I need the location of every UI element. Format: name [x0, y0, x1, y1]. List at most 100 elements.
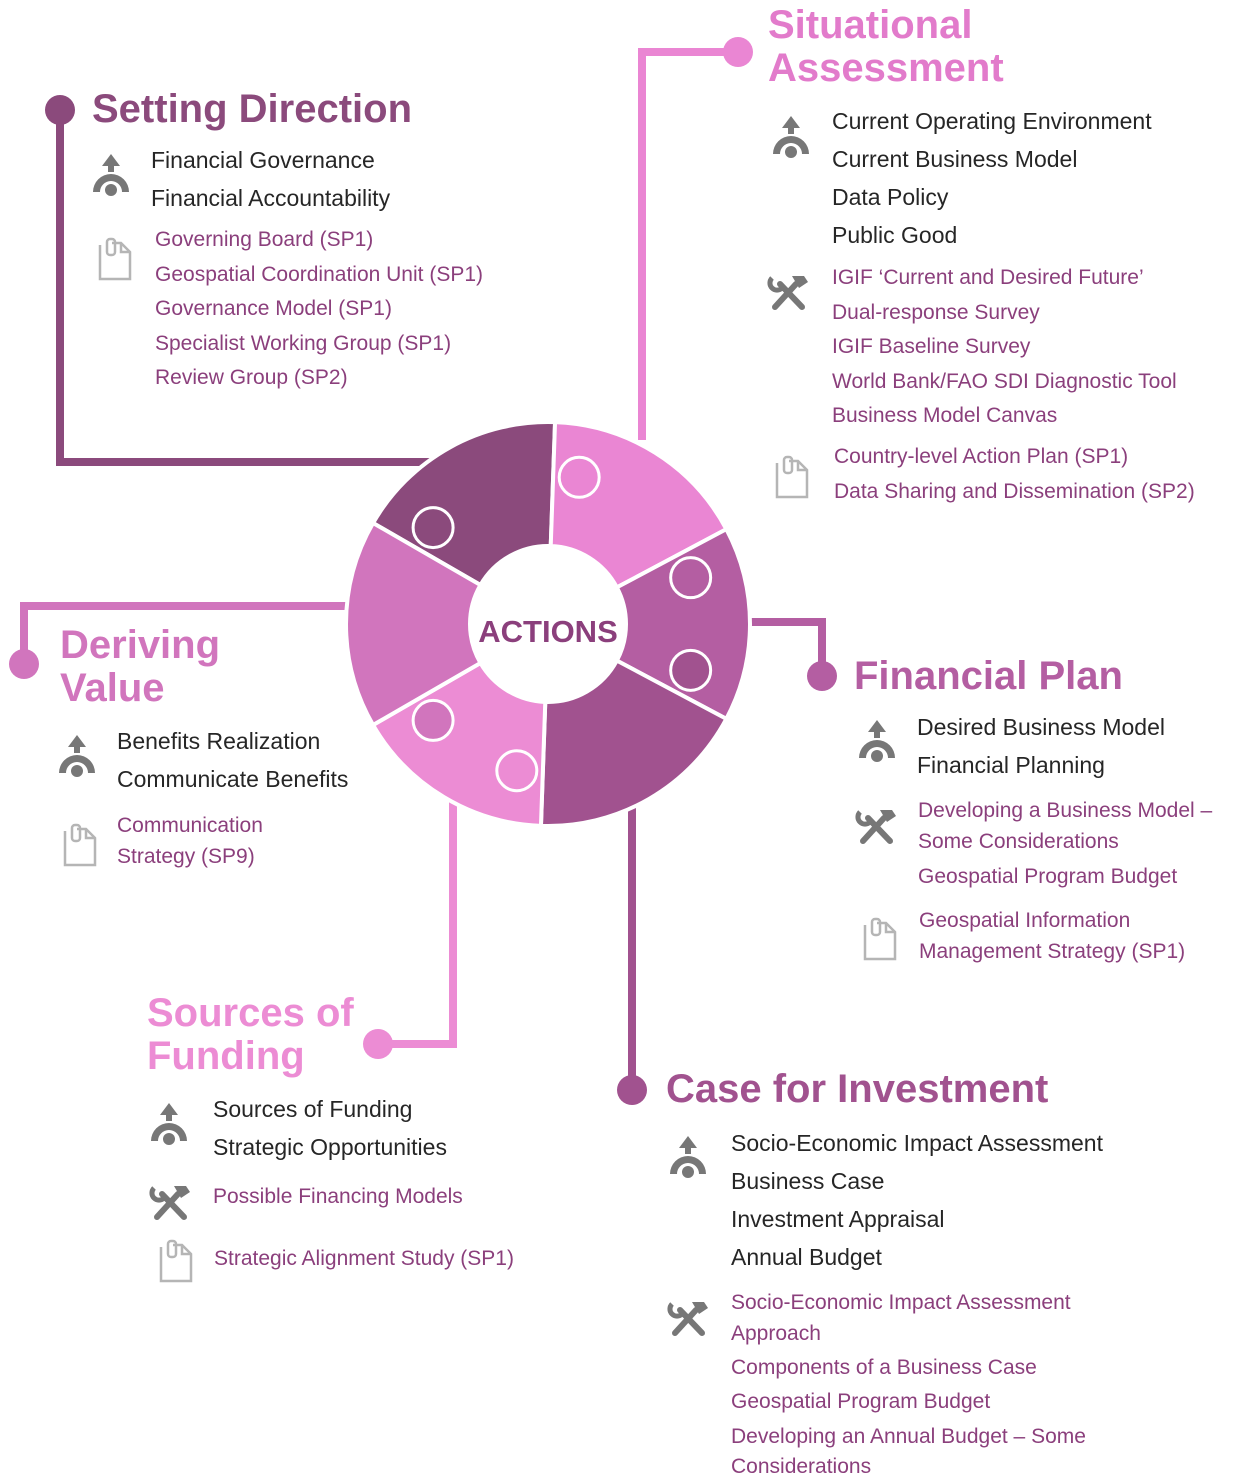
situational-assessment-documents: Country-level Action Plan (SP1) Data Sha…	[834, 440, 1195, 509]
action-item: Socio-Economic Impact Assessment	[731, 1130, 1103, 1156]
case-for-investment-actions: Socio-Economic Impact Assessment Busines…	[731, 1124, 1103, 1276]
action-item: Financial Governance	[151, 147, 375, 173]
connector-dot-financial-plan	[807, 661, 837, 691]
deriving-value-documents: Communication Strategy (SP9)	[117, 810, 263, 872]
financial-plan-documents: Geospatial Information Management Strate…	[919, 905, 1185, 967]
action-item: Public Good	[832, 222, 958, 248]
puzzle-ring	[344, 420, 752, 828]
case-for-investment-title: Case for Investment	[666, 1067, 1049, 1111]
tools-icon	[148, 1182, 194, 1229]
document-link[interactable]: Strategy (SP9)	[117, 845, 255, 868]
tool-link[interactable]: Some Considerations	[918, 830, 1119, 853]
center-label: ACTIONS	[478, 614, 618, 649]
tool-link[interactable]: Developing a Business Model –	[918, 799, 1213, 822]
action-item: Communicate Benefits	[117, 766, 349, 792]
setting-direction-title: Setting Direction	[92, 87, 413, 131]
action-item: Strategic Opportunities	[213, 1134, 447, 1160]
document-link[interactable]: Review Group (SP2)	[155, 366, 348, 389]
connector-dot-deriving-value	[9, 649, 39, 679]
connector-setting-direction	[56, 110, 430, 466]
tool-link[interactable]: World Bank/FAO SDI Diagnostic Tool	[832, 369, 1177, 393]
document-link[interactable]: Strategic Alignment Study (SP1)	[214, 1247, 514, 1270]
connector-dot-setting-direction	[45, 95, 75, 125]
action-item: Desired Business Model	[917, 714, 1166, 740]
deriving-value-actions: Benefits Realization Communicate Benefit…	[117, 722, 348, 798]
tool-link[interactable]: IGIF ‘Current and Desired Future’	[832, 266, 1144, 289]
action-item: Financial Accountability	[151, 185, 391, 211]
puzzle-knob	[557, 455, 601, 499]
title-line: Situational	[768, 3, 973, 47]
action-item: Financial Planning	[917, 752, 1105, 778]
ring-piece-deriving-value	[344, 520, 484, 728]
puzzle-knob	[495, 749, 539, 793]
document-icon	[62, 822, 98, 873]
document-link[interactable]: Country-level Action Plan (SP1)	[834, 445, 1129, 468]
title-line: Sources of	[147, 991, 354, 1035]
title-line: Funding	[147, 1034, 305, 1078]
action-item: Data Policy	[832, 184, 949, 210]
setting-direction-documents: Governing Board (SP1) Geospatial Coordin…	[155, 223, 483, 396]
tool-link[interactable]: Geospatial Program Budget	[731, 1390, 991, 1413]
connector-dot-sources-of-funding	[363, 1029, 393, 1059]
deriving-value-title: Deriving Value	[60, 624, 220, 710]
action-item: Current Operating Environment	[832, 108, 1152, 134]
title-line: Value	[60, 666, 165, 710]
person-icon	[770, 114, 812, 167]
connector-situational-assessment	[638, 48, 738, 440]
tool-link[interactable]: Business Model Canvas	[832, 404, 1058, 427]
document-link[interactable]: Communication	[117, 814, 263, 837]
sources-of-funding-title: Sources of Funding	[147, 992, 354, 1078]
financial-plan-actions: Desired Business Model Financial Plannin…	[917, 708, 1165, 784]
connector-deriving-value	[20, 602, 350, 664]
document-link[interactable]: Data Sharing and Dissemination (SP2)	[834, 479, 1195, 503]
setting-direction-actions: Financial Governance Financial Accountab…	[151, 141, 390, 217]
action-item: Benefits Realization	[117, 728, 321, 754]
connector-financial-plan	[745, 618, 826, 676]
tool-link[interactable]: Socio-Economic Impact Assessment	[731, 1291, 1071, 1314]
document-link[interactable]: Specialist Working Group (SP1)	[155, 331, 452, 355]
tools-icon	[854, 806, 900, 853]
action-item: Sources of Funding	[213, 1096, 413, 1122]
document-icon	[97, 236, 133, 287]
document-link[interactable]: Geospatial Information	[919, 909, 1131, 932]
person-icon	[856, 718, 898, 771]
tool-link[interactable]: Considerations	[731, 1455, 872, 1478]
tool-link[interactable]: Geospatial Program Budget	[918, 865, 1178, 888]
action-item: Annual Budget	[731, 1244, 882, 1270]
document-link[interactable]: Geospatial Coordination Unit (SP1)	[155, 262, 484, 286]
tool-link[interactable]: Developing an Annual Budget – Some	[731, 1425, 1086, 1448]
tool-link[interactable]: Dual-response Survey	[832, 300, 1040, 324]
title-line: Deriving	[60, 623, 221, 667]
connector-sources-of-funding	[378, 790, 457, 1048]
action-item: Current Business Model	[832, 146, 1078, 172]
tool-link[interactable]: Approach	[731, 1322, 821, 1345]
tool-link[interactable]: Components of a Business Case	[731, 1356, 1037, 1379]
document-link[interactable]: Governing Board (SP1)	[155, 228, 374, 251]
puzzle-knob	[411, 506, 455, 550]
person-icon	[56, 733, 98, 786]
person-icon	[667, 1134, 709, 1187]
financial-plan-title: Financial Plan	[854, 654, 1123, 698]
puzzle-knob	[669, 556, 713, 600]
action-item: Business Case	[731, 1168, 885, 1194]
tool-link[interactable]: IGIF Baseline Survey	[832, 335, 1031, 358]
action-item: Investment Appraisal	[731, 1206, 945, 1232]
document-link[interactable]: Governance Model (SP1)	[155, 297, 392, 320]
sources-of-funding-tools: Possible Financing Models	[213, 1180, 463, 1215]
document-icon	[158, 1238, 194, 1289]
puzzle-knob	[411, 698, 455, 742]
document-icon	[774, 454, 810, 505]
financial-plan-tools: Developing a Business Model – Some Consi…	[918, 795, 1212, 892]
document-link[interactable]: Management Strategy (SP1)	[919, 940, 1186, 963]
sources-of-funding-documents: Strategic Alignment Study (SP1)	[214, 1242, 514, 1277]
situational-assessment-title: Situational Assessment	[768, 4, 1004, 90]
sources-of-funding-actions: Sources of Funding Strategic Opportuniti…	[213, 1090, 447, 1166]
tool-link[interactable]: Possible Financing Models	[213, 1185, 463, 1208]
center-hole	[470, 546, 626, 702]
situational-assessment-tools: IGIF ‘Current and Desired Future’ Dual-r…	[832, 261, 1177, 434]
document-icon	[862, 916, 898, 967]
person-icon	[90, 152, 132, 205]
connector-dot-situational-assessment	[723, 37, 753, 67]
puzzle-knob	[669, 648, 713, 692]
